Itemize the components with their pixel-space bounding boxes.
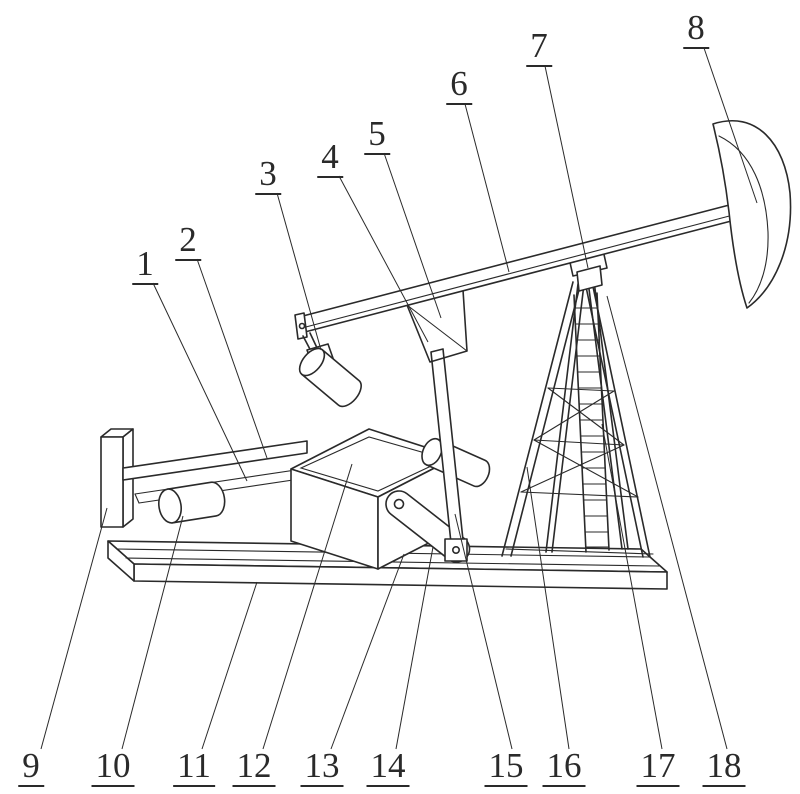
tower-left-leg: [510, 281, 582, 557]
ref-label-17: 17: [636, 748, 680, 787]
weight-cylinder: [298, 347, 362, 408]
leader-line-2: [196, 258, 268, 459]
horsehead-face-arc: [718, 135, 769, 304]
tower-brace: [505, 548, 654, 555]
ref-label-2: 2: [175, 222, 201, 261]
leader-line-12: [262, 463, 353, 750]
leader-lines: [40, 47, 758, 750]
leader-line-18: [606, 295, 728, 750]
tower-mid-leg: [551, 283, 585, 553]
tower-brace: [533, 439, 625, 446]
ladder: [573, 292, 610, 553]
bracket-diagonal: [406, 304, 468, 352]
ref-label-12: 12: [232, 748, 276, 787]
tower-left-leg: [501, 281, 574, 557]
leader-line-16: [526, 466, 570, 750]
ref-label-5: 5: [364, 116, 390, 155]
ref-label-11: 11: [173, 748, 215, 787]
leader-line-3: [276, 192, 322, 351]
ladder-rail: [573, 294, 587, 553]
saddle-pedestal: [576, 265, 603, 292]
leader-line-6: [464, 103, 510, 273]
horsehead: [712, 119, 792, 309]
ref-label-15: 15: [484, 748, 528, 787]
roller-cylinder: [158, 481, 226, 524]
leader-line-9: [40, 507, 108, 750]
hanging-counterweight: [298, 332, 362, 408]
base-left-face: [107, 540, 135, 582]
tower-rear-leg: [593, 280, 629, 550]
leader-line-4: [338, 175, 429, 343]
tower-right-leg: [591, 281, 651, 558]
motor-end-cap: [421, 437, 443, 467]
beam-tip-pin: [298, 322, 306, 330]
ref-label-7: 7: [526, 28, 552, 67]
tower-mid-leg: [545, 283, 579, 553]
ref-label-16: 16: [542, 748, 586, 787]
slider-pin: [451, 545, 460, 554]
roller-body: [166, 481, 226, 524]
tower-brace: [520, 491, 639, 498]
ref-label-1: 1: [132, 246, 158, 285]
tower-right-leg: [584, 281, 644, 558]
leader-line-15: [454, 513, 513, 750]
ref-label-13: 13: [300, 748, 344, 787]
ref-label-6: 6: [446, 66, 472, 105]
walking-beam: [294, 202, 740, 340]
tower-cross-brace: [520, 444, 625, 493]
leader-line-8: [703, 47, 758, 204]
roller-end-cap: [158, 488, 182, 524]
ref-label-4: 4: [317, 139, 343, 178]
ref-label-10: 10: [91, 748, 135, 787]
tower-brace: [547, 387, 615, 392]
leader-line-10: [121, 515, 184, 750]
slider-box: [444, 538, 468, 562]
ladder-rail: [596, 292, 610, 551]
upper-rail-bar: [122, 440, 308, 481]
leader-line-14: [395, 546, 434, 750]
tower-cross-brace: [547, 387, 625, 446]
beam-flange-line: [301, 213, 738, 329]
ref-label-14: 14: [366, 748, 410, 787]
beam-tip-cap: [294, 312, 308, 340]
ladder-rungs: [574, 307, 610, 548]
post-front-face: [100, 436, 124, 528]
anchor-post: [100, 428, 134, 528]
samson-post-tower: [501, 280, 654, 558]
crosshead-slider: [444, 538, 468, 562]
leader-line-1: [152, 282, 248, 482]
ref-label-9: 9: [18, 748, 44, 787]
leader-line-7: [544, 65, 589, 269]
weight-end-cap: [298, 347, 326, 377]
leader-line-13: [330, 553, 405, 750]
leader-line-17: [601, 423, 663, 750]
beam-body: [298, 202, 740, 334]
ref-label-3: 3: [255, 156, 281, 195]
leader-line-5: [383, 152, 442, 319]
tower-cross-brace: [533, 390, 615, 441]
crank-hub: [393, 498, 405, 510]
horsehead-body: [712, 119, 792, 309]
ref-label-8: 8: [683, 10, 709, 49]
ref-label-18: 18: [702, 748, 746, 787]
leader-line-11: [201, 581, 258, 750]
rail-end-cap: [134, 493, 140, 504]
